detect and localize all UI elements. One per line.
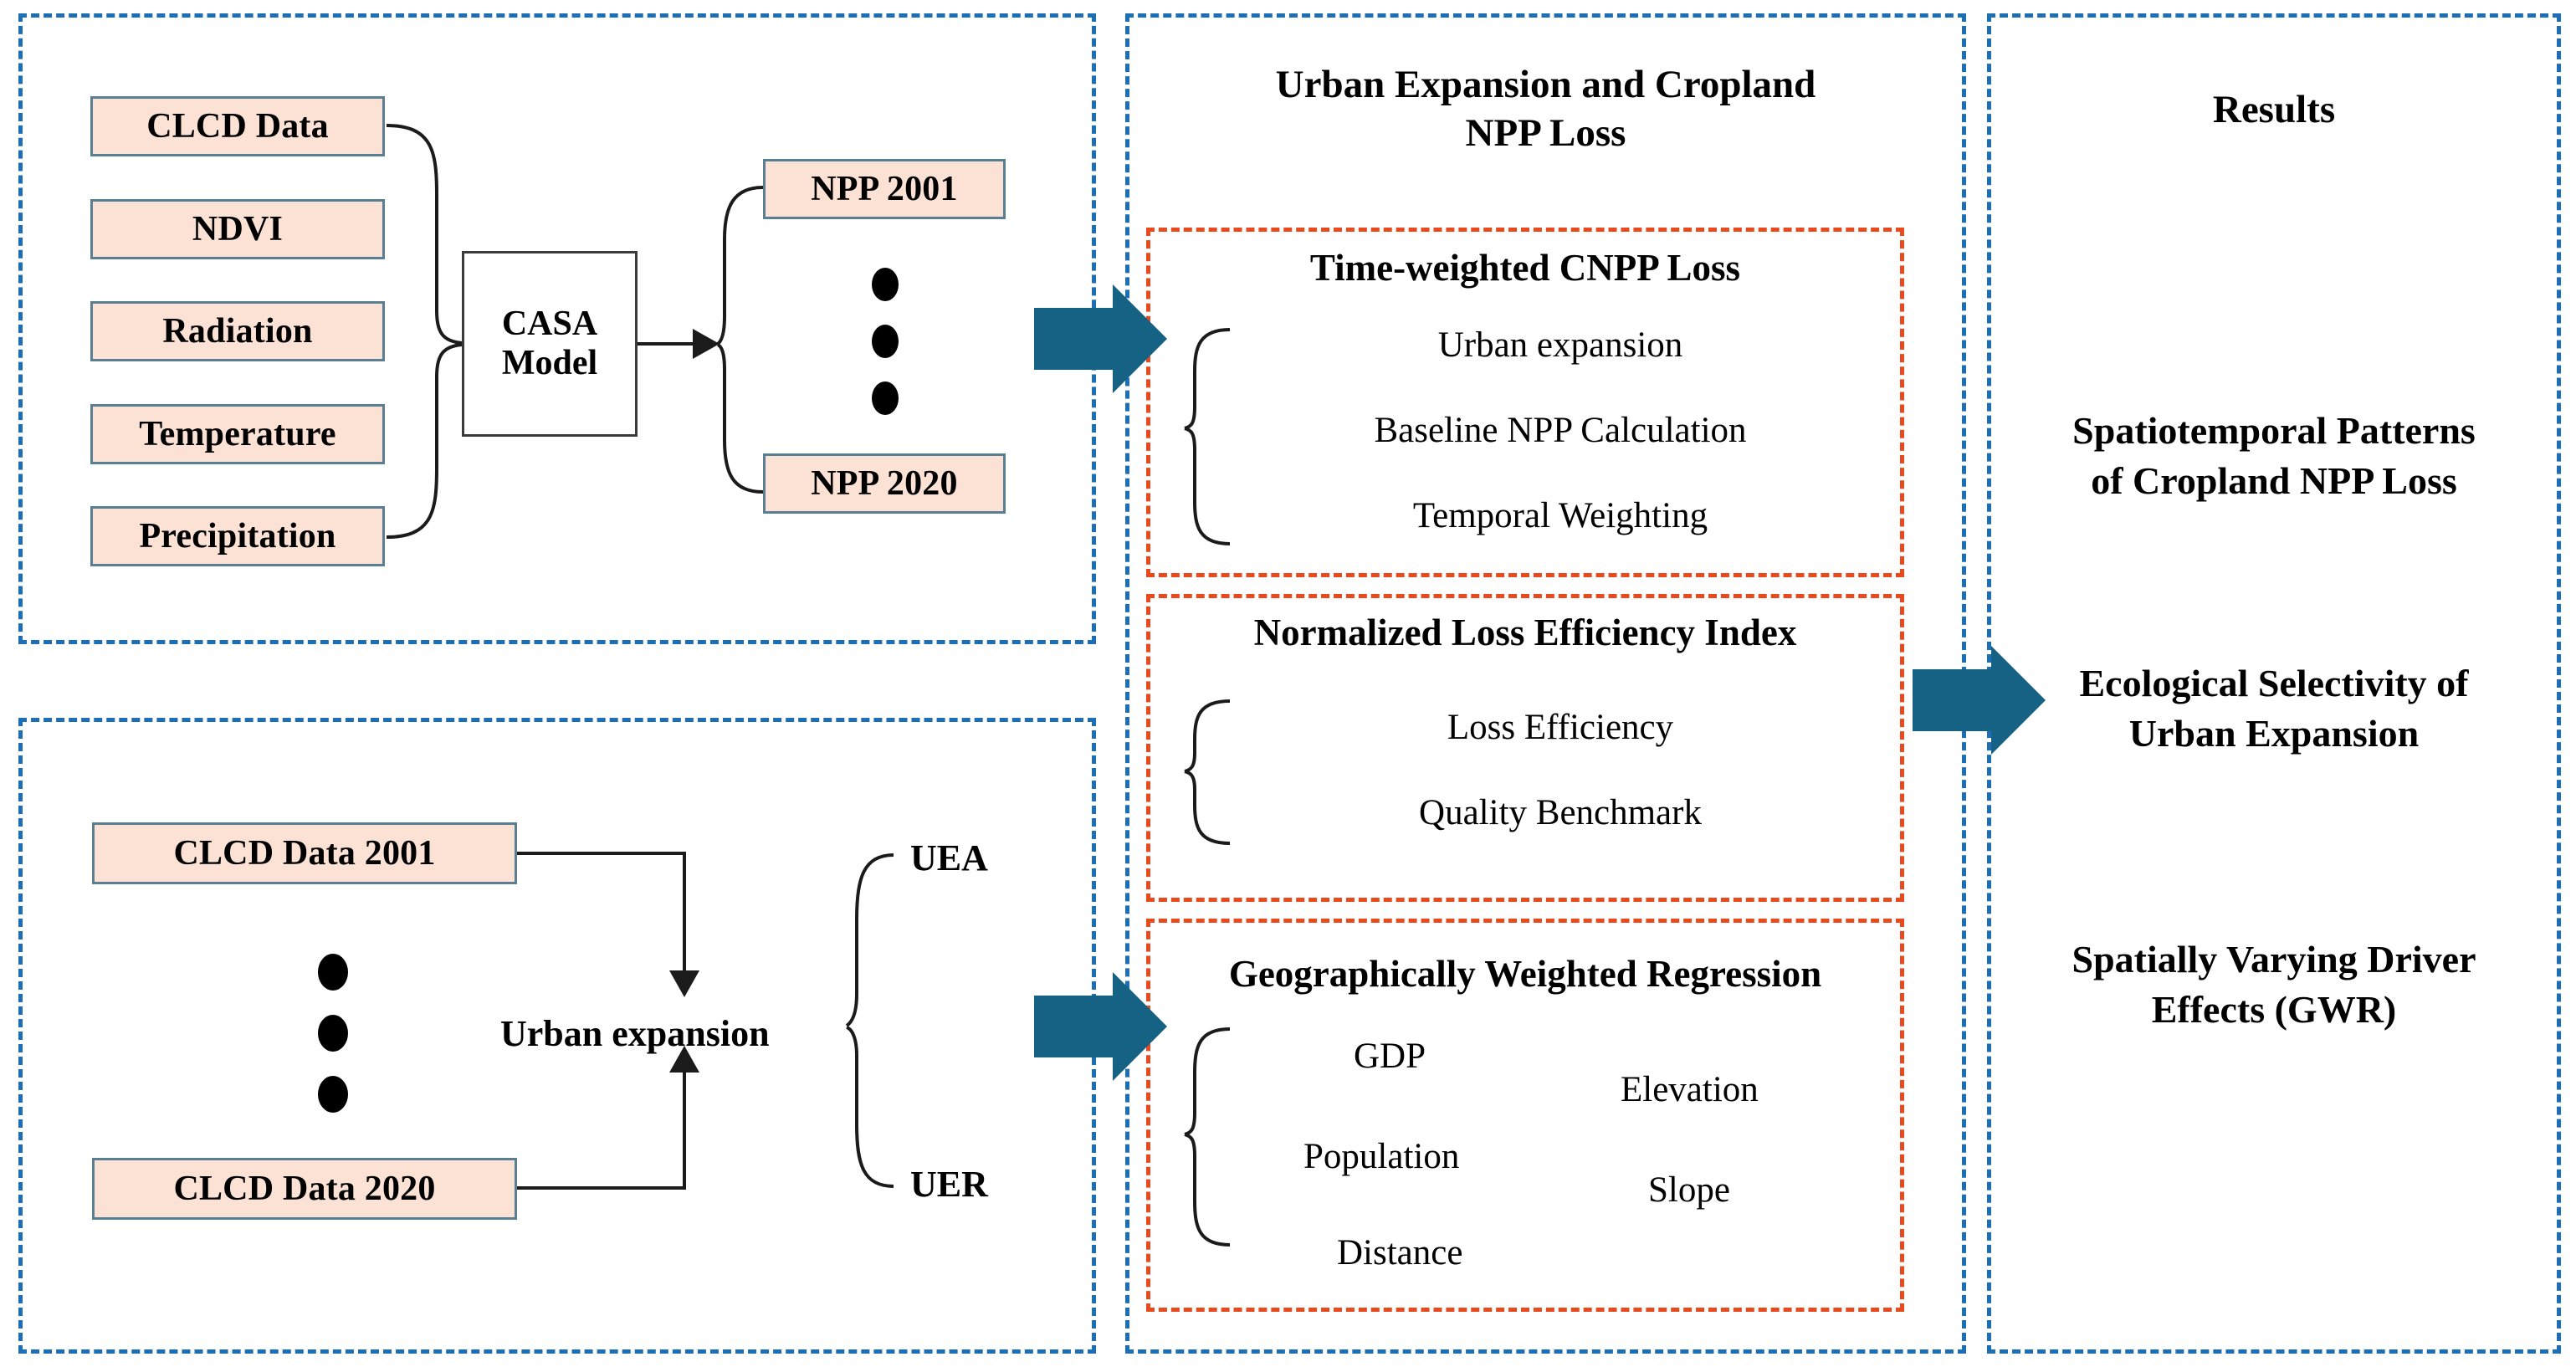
block-item-urban-expansion: Urban expansion [1437,325,1683,365]
result-item-spatially-varying-line1: Spatially Varying Driver [2072,938,2476,980]
clcd-2020-box[interactable]: CLCD Data 2020 [92,1158,517,1220]
npp-ellipsis-dot [872,325,899,358]
branch-label-uea: UEA [910,837,988,878]
npp-ellipsis-dot [872,381,899,415]
input-box-ndvi[interactable]: NDVI [90,199,385,259]
block-item-gdp: GDP [1354,1037,1426,1076]
block-item-quality-benchmark: Quality Benchmark [1419,793,1702,832]
input-box-label: Temperature [139,415,336,453]
branch-label-uer: UER [910,1164,988,1205]
result-item-spatiotemporal-line1: Spatiotemporal Patterns [2072,409,2476,452]
clcd-ellipsis-dot [318,1015,348,1052]
subpanel-time-weighted-cnpp-loss [1146,228,1904,577]
results-panel-title: Results [2212,88,2336,131]
npp-2020-box[interactable]: NPP 2020 [763,453,1006,514]
npp-2001-box[interactable]: NPP 2001 [763,159,1006,219]
block-item-elevation: Elevation [1621,1070,1759,1109]
block-item-temporal-weighting: Temporal Weighting [1412,496,1708,535]
casa-model-box[interactable]: CASA Model [462,251,638,437]
block-title-normalized-loss-efficiency-index: Normalized Loss Efficiency Index [1253,612,1797,653]
npp-box-label: NPP 2001 [811,170,958,208]
clcd-box-label: CLCD Data 2020 [173,1170,436,1208]
block-item-loss-efficiency: Loss Efficiency [1447,708,1674,747]
block-item-distance: Distance [1337,1233,1463,1272]
result-item-ecological-line1: Ecological Selectivity of [2079,662,2469,704]
methods-panel-title-line1: Urban Expansion and Cropland [1275,63,1816,106]
block-title-geographically-weighted-regression: Geographically Weighted Regression [1228,953,1822,995]
block-title-time-weighted-cnpp-loss: Time-weighted CNPP Loss [1309,247,1741,289]
block-item-slope: Slope [1648,1170,1730,1210]
npp-ellipsis-dot [872,268,899,301]
input-box-label: Precipitation [139,517,336,556]
subpanel-geographically-weighted-regression [1146,919,1904,1312]
input-box-label: CLCD Data [146,107,329,146]
subpanel-normalized-loss-efficiency-index [1146,594,1904,902]
clcd-box-label: CLCD Data 2001 [173,834,436,873]
clcd-ellipsis-dot [318,1076,348,1113]
input-box-precipitation[interactable]: Precipitation [90,506,385,566]
input-box-label: Radiation [162,312,313,351]
input-box-temperature[interactable]: Temperature [90,404,385,464]
block-item-population: Population [1303,1137,1460,1176]
methods-panel-title-line2: NPP Loss [1465,111,1626,155]
clcd-2001-box[interactable]: CLCD Data 2001 [92,822,517,884]
input-box-clcd-data[interactable]: CLCD Data [90,96,385,156]
clcd-ellipsis-dot [318,954,348,991]
result-item-spatiotemporal-line2: of Cropland NPP Loss [2091,459,2457,502]
input-box-radiation[interactable]: Radiation [90,301,385,361]
urban-expansion-label: Urban expansion [500,1013,770,1054]
casa-model-line2: Model [501,344,598,382]
input-box-label: NDVI [192,210,284,248]
result-item-spatially-varying-line2: Effects (GWR) [2151,988,2397,1031]
result-item-ecological-line2: Urban Expansion [2128,712,2420,755]
block-item-baseline-npp-calculation: Baseline NPP Calculation [1374,411,1747,450]
casa-model-line1: CASA [501,304,598,343]
npp-box-label: NPP 2020 [811,464,958,503]
